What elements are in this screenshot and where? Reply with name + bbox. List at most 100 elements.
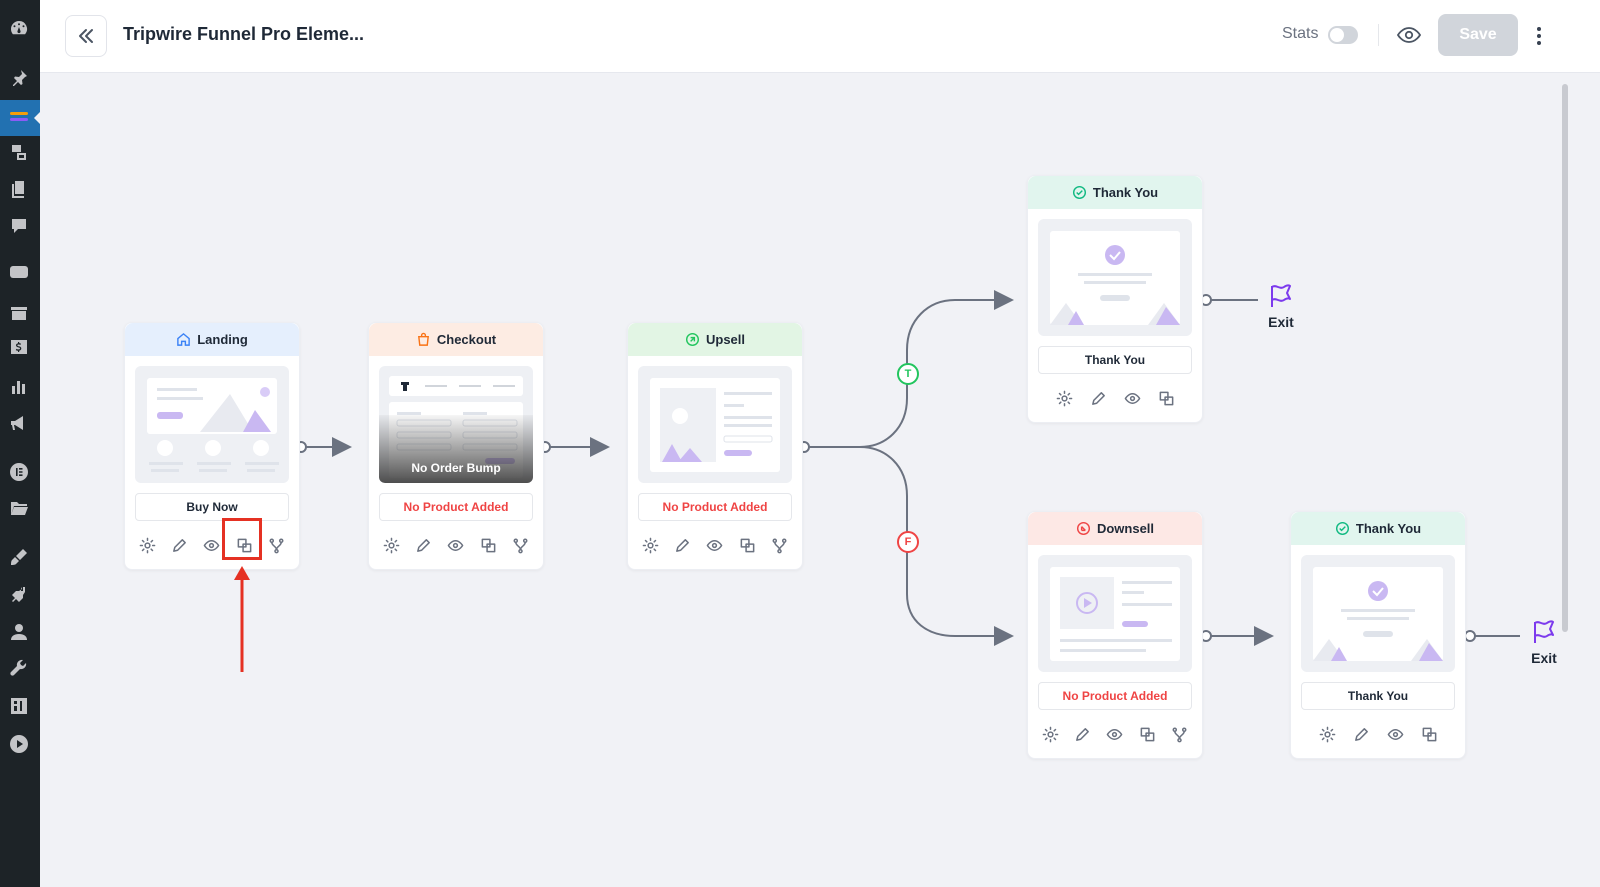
media-icon[interactable] bbox=[8, 141, 30, 163]
settings-gear-icon[interactable] bbox=[1316, 723, 1338, 745]
card-actions bbox=[369, 521, 543, 569]
step-label[interactable]: No Product Added bbox=[638, 493, 792, 521]
upsell-arrow-icon bbox=[685, 332, 699, 347]
elementor-icon[interactable] bbox=[8, 461, 30, 483]
page-thumbnail[interactable] bbox=[135, 366, 289, 483]
page-thumbnail[interactable] bbox=[638, 366, 792, 483]
duplicate-icon[interactable] bbox=[1155, 387, 1177, 409]
save-button[interactable]: Save bbox=[1438, 14, 1518, 56]
edit-pencil-icon[interactable] bbox=[1350, 723, 1372, 745]
comments-icon[interactable] bbox=[8, 215, 30, 237]
page-thumbnail[interactable] bbox=[1038, 555, 1192, 672]
step-label[interactable]: No Product Added bbox=[1038, 682, 1192, 710]
back-button[interactable] bbox=[65, 15, 107, 57]
downsell-arrow-icon bbox=[1076, 521, 1090, 536]
exit-node-top: Exit bbox=[1261, 282, 1301, 330]
true-branch-badge[interactable]: T bbox=[897, 363, 919, 385]
edit-pencil-icon[interactable] bbox=[1072, 723, 1094, 745]
edit-pencil-icon[interactable] bbox=[413, 534, 435, 556]
edit-pencil-icon[interactable] bbox=[1087, 387, 1109, 409]
duplicate-icon[interactable] bbox=[233, 534, 255, 556]
card-title: Thank You bbox=[1092, 185, 1159, 200]
duplicate-icon[interactable] bbox=[477, 534, 499, 556]
preview-eye-icon[interactable] bbox=[1121, 387, 1143, 409]
split-test-icon[interactable] bbox=[1169, 723, 1191, 745]
analytics-icon[interactable] bbox=[8, 375, 30, 397]
page-thumbnail[interactable] bbox=[1038, 219, 1192, 336]
editor-header: Tripwire Funnel Pro Eleme... Stats Save bbox=[40, 0, 1600, 73]
upsell-illustration bbox=[650, 378, 780, 472]
preview-eye-icon[interactable] bbox=[1104, 723, 1126, 745]
step-card-landing[interactable]: Landing Buy Now bbox=[124, 322, 300, 570]
card-header: Thank You bbox=[1291, 512, 1465, 545]
card-title: Thank You bbox=[1355, 521, 1422, 536]
plugins-icon[interactable] bbox=[8, 584, 30, 606]
funnel-icon[interactable] bbox=[0, 100, 40, 136]
split-test-icon[interactable] bbox=[510, 534, 532, 556]
split-test-icon[interactable] bbox=[769, 534, 791, 556]
page-thumbnail[interactable] bbox=[1301, 555, 1455, 672]
false-branch-badge[interactable]: F bbox=[897, 531, 919, 553]
card-actions bbox=[1028, 374, 1202, 422]
exit-label: Exit bbox=[1531, 650, 1557, 666]
marketing-icon[interactable] bbox=[8, 412, 30, 434]
step-label[interactable]: Buy Now bbox=[135, 493, 289, 521]
appearance-icon[interactable] bbox=[8, 546, 30, 568]
woo-icon[interactable] bbox=[8, 261, 30, 283]
preview-eye-icon[interactable] bbox=[1384, 723, 1406, 745]
settings-icon[interactable] bbox=[8, 695, 30, 717]
edit-pencil-icon[interactable] bbox=[169, 534, 191, 556]
step-label[interactable]: Thank You bbox=[1038, 346, 1192, 374]
card-header: Upsell bbox=[628, 323, 802, 356]
step-label[interactable]: No Product Added bbox=[379, 493, 533, 521]
exit-node-bottom: Exit bbox=[1524, 618, 1564, 666]
step-card-upsell[interactable]: Upsell No Product Added bbox=[627, 322, 803, 570]
flag-icon bbox=[1534, 620, 1554, 643]
wp-admin-sidebar bbox=[0, 0, 40, 887]
page-title: Tripwire Funnel Pro Eleme... bbox=[123, 24, 365, 44]
users-icon[interactable] bbox=[8, 621, 30, 643]
vertical-scrollbar[interactable] bbox=[1562, 84, 1568, 632]
preview-eye-icon[interactable] bbox=[445, 534, 467, 556]
step-card-thankyou-bottom[interactable]: Thank You Thank You bbox=[1290, 511, 1466, 759]
kebab-menu-icon bbox=[1537, 27, 1541, 45]
templates-icon[interactable] bbox=[8, 497, 30, 519]
step-card-thankyou-top[interactable]: Thank You Thank You bbox=[1027, 175, 1203, 423]
pages-icon[interactable] bbox=[8, 178, 30, 200]
preview-eye-icon[interactable] bbox=[704, 534, 726, 556]
settings-gear-icon[interactable] bbox=[1053, 387, 1075, 409]
duplicate-icon[interactable] bbox=[1418, 723, 1440, 745]
settings-gear-icon[interactable] bbox=[136, 534, 158, 556]
split-test-icon[interactable] bbox=[266, 534, 288, 556]
step-card-checkout[interactable]: Checkout No Order Bump No Product Added bbox=[368, 322, 544, 570]
settings-gear-icon[interactable] bbox=[380, 534, 402, 556]
card-actions bbox=[1291, 710, 1465, 758]
double-chevron-left-icon bbox=[79, 29, 93, 43]
card-title: Checkout bbox=[436, 332, 497, 347]
page-thumbnail[interactable]: No Order Bump bbox=[379, 366, 533, 483]
card-title: Downsell bbox=[1096, 521, 1155, 536]
card-header: Checkout bbox=[369, 323, 543, 356]
dashboard-icon[interactable] bbox=[8, 18, 30, 40]
more-options-button[interactable] bbox=[1530, 24, 1548, 48]
thankyou-illustration bbox=[1050, 231, 1180, 325]
pin-icon[interactable] bbox=[8, 67, 30, 89]
settings-gear-icon[interactable] bbox=[1039, 723, 1061, 745]
play-icon[interactable] bbox=[8, 733, 30, 755]
stats-toggle[interactable] bbox=[1328, 26, 1358, 44]
step-card-downsell[interactable]: Downsell No Product Added bbox=[1027, 511, 1203, 759]
annotation-arrow-icon bbox=[234, 566, 250, 672]
settings-gear-icon[interactable] bbox=[639, 534, 661, 556]
preview-eye-icon[interactable] bbox=[201, 534, 223, 556]
card-header: Thank You bbox=[1028, 176, 1202, 209]
products-icon[interactable] bbox=[8, 302, 30, 324]
tools-icon[interactable] bbox=[8, 658, 30, 680]
header-divider bbox=[1378, 24, 1379, 46]
duplicate-icon[interactable] bbox=[1136, 723, 1158, 745]
order-bump-label[interactable]: No Order Bump bbox=[411, 461, 501, 475]
payments-icon[interactable] bbox=[8, 336, 30, 358]
step-label[interactable]: Thank You bbox=[1301, 682, 1455, 710]
duplicate-icon[interactable] bbox=[736, 534, 758, 556]
edit-pencil-icon[interactable] bbox=[672, 534, 694, 556]
preview-button[interactable] bbox=[1396, 22, 1422, 48]
